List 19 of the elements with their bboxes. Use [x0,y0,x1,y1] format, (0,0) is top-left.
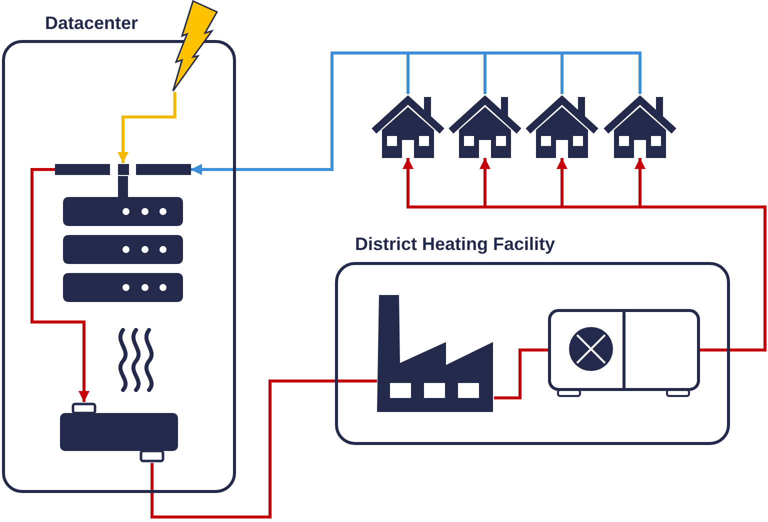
arrow [634,158,766,352]
connector-line [150,379,377,518]
group-title: District Heating Facility [355,233,556,255]
house-icon [448,94,522,158]
house-icon [603,94,677,158]
arrow [118,92,176,163]
heat-exchanger-icon [60,402,178,463]
distribution-bar [55,163,191,176]
group-title: Datacenter [45,12,138,34]
arrow [30,168,90,402]
connector-line [118,176,128,197]
heat-pump-icon [548,309,700,397]
server-rack-icon [63,197,183,302]
lightning-bolt-icon [171,0,219,92]
arrow [191,52,642,175]
house-icon [371,94,445,158]
connector-line [494,348,548,400]
house-icon [525,94,599,158]
factory-icon [377,294,494,412]
